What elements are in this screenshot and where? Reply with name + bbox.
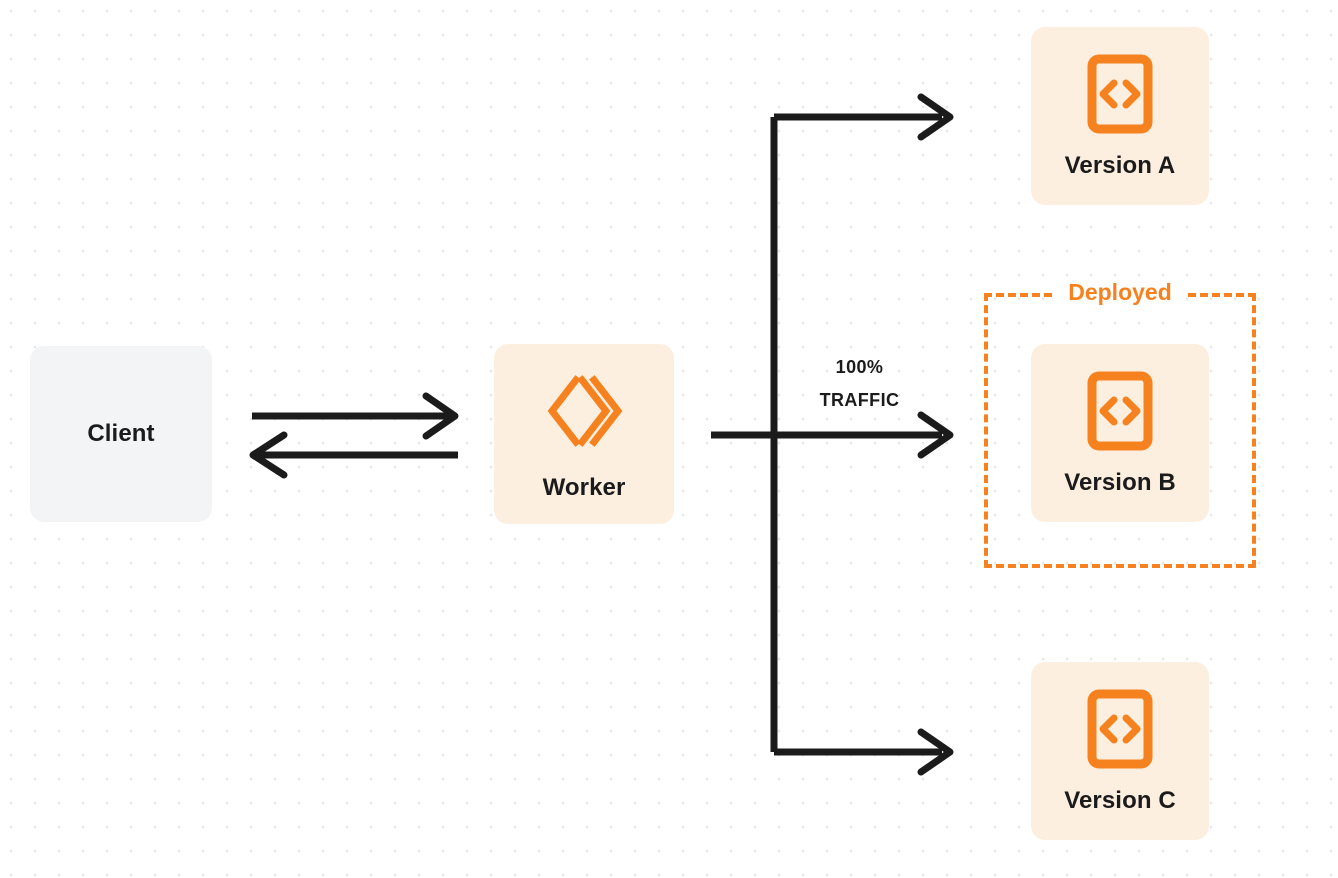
node-client-label: Client [87, 420, 155, 447]
edge-worker-to-version-c [774, 728, 954, 776]
edge-client-to-worker [252, 392, 459, 440]
node-version-c-label: Version C [1064, 787, 1176, 814]
node-worker-label: Worker [542, 474, 626, 501]
code-file-icon [1087, 371, 1153, 451]
node-version-a-label: Version A [1064, 152, 1176, 179]
traffic-word: TRAFFIC [819, 390, 900, 411]
edge-worker-to-client [249, 431, 458, 479]
node-version-c[interactable]: Version C [1031, 662, 1209, 840]
traffic-label: 100% TRAFFIC [782, 351, 937, 418]
node-client[interactable]: Client [30, 346, 212, 522]
deployed-group: Deployed [984, 281, 1256, 568]
node-version-a[interactable]: Version A [1031, 27, 1209, 205]
edge-worker-to-version-a [774, 93, 954, 141]
node-version-b[interactable]: Version B [1031, 344, 1209, 522]
node-version-b-label: Version B [1064, 469, 1176, 496]
code-file-icon [1087, 54, 1153, 134]
traffic-percent: 100% [835, 357, 884, 377]
deployed-group-label: Deployed [1055, 281, 1185, 305]
edge-worker-to-version-b [711, 411, 954, 459]
code-file-icon [1087, 689, 1153, 769]
node-worker[interactable]: Worker [494, 344, 674, 524]
cloudflare-workers-logo-icon [541, 368, 627, 454]
